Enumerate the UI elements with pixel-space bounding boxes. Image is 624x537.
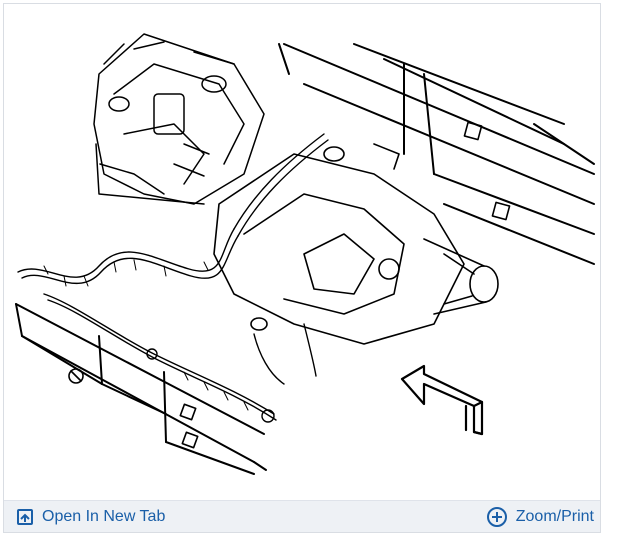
transfer-case-drawing	[15, 33, 595, 475]
transmission	[93, 33, 265, 205]
crossmember	[278, 43, 595, 265]
wiring-harness	[17, 133, 329, 423]
frame-rail	[15, 303, 267, 475]
image-viewer-frame: Open In New Tab Zoom/Print	[3, 3, 601, 533]
diagram-image	[4, 4, 600, 500]
transfer-case	[213, 143, 499, 345]
open-in-new-tab-label: Open In New Tab	[42, 507, 166, 525]
image-toolbar: Open In New Tab Zoom/Print	[4, 500, 600, 532]
circle-plus-icon	[486, 506, 507, 527]
zoom-print-link[interactable]: Zoom/Print	[486, 506, 594, 528]
open-in-new-tab-icon	[17, 508, 33, 525]
direction-arrow	[400, 364, 484, 436]
frame-holes	[68, 121, 511, 449]
zoom-print-label: Zoom/Print	[515, 507, 594, 525]
open-in-new-tab-link[interactable]: Open In New Tab	[16, 508, 165, 526]
harness-ribs	[43, 259, 249, 411]
